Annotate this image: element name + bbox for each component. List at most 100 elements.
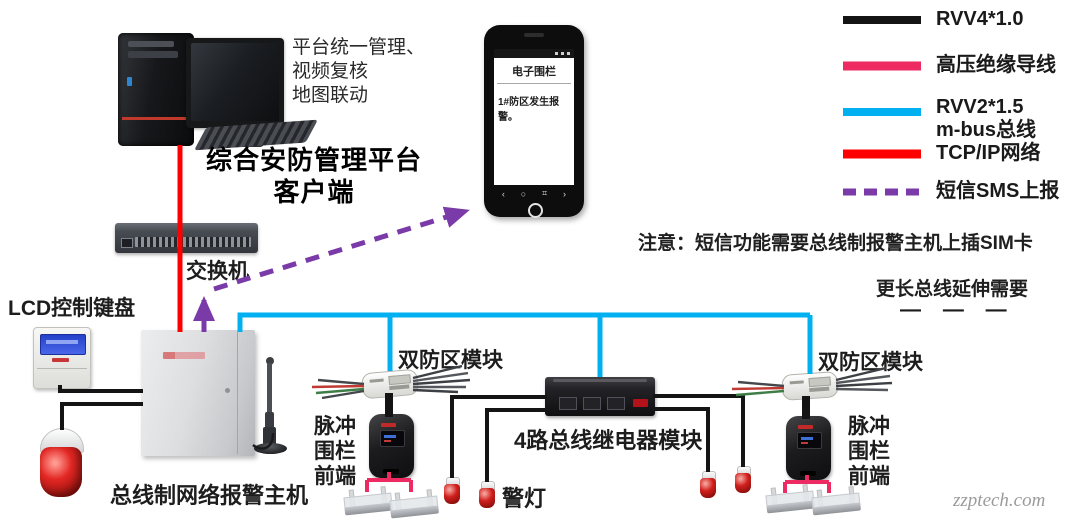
legend-label: TCP/IP网络 [936, 142, 1041, 164]
relay-top-edge [553, 379, 647, 382]
computer-monitor [186, 38, 284, 128]
dual-zone-right-label: 双防区模块 [818, 351, 923, 374]
legend-label: 短信SMS上报 [936, 180, 1060, 202]
hv-line-swatch [843, 61, 921, 71]
legend-item-tcpip: TCP/IP网络 [840, 142, 1040, 165]
tower-accent-stripe [122, 117, 186, 120]
alarm-light-label: 警灯 [502, 486, 547, 511]
keypad-flip-seam [37, 368, 87, 369]
controller-brand-mark [381, 423, 396, 427]
wire [412, 388, 459, 394]
lcd-text-line [46, 340, 78, 344]
alarm-light [699, 471, 717, 498]
cabinet-door-seam [237, 332, 238, 454]
feature-line-3: 地图联动 [292, 85, 369, 106]
bus-extension-note: 更长总线延伸需要 [876, 279, 1029, 300]
wire [412, 378, 471, 386]
switch-port-row [135, 237, 251, 247]
computer-tower [118, 33, 194, 146]
legend-label-line1: RVV2*1.5 [936, 96, 1024, 118]
module-print2 [389, 384, 410, 391]
light-dome [735, 473, 751, 493]
controller-display [380, 430, 405, 447]
pulse-fence-controller-right [786, 416, 831, 480]
alarm-host-label: 总线制网络报警主机 [110, 483, 309, 508]
feature-line-2: 视频复核 [292, 61, 369, 82]
dual-zone-module-left [360, 368, 420, 400]
watermark: zzptech.com [953, 490, 1046, 511]
alarm-light [443, 477, 461, 504]
forward-icon[interactable]: › [563, 188, 567, 199]
relay-brand-mark [633, 399, 648, 407]
relay-port-3 [607, 397, 625, 410]
strobe-siren [36, 428, 86, 497]
sms-alarm-message: 1#防区发生报警。 [498, 97, 560, 123]
monitor-screen [191, 43, 279, 121]
platform-title-line1: 综合安防管理平台 [205, 145, 422, 175]
pulse-fence-controller-left [369, 414, 414, 478]
keypad-brand-mark [52, 358, 69, 362]
alarm-light [478, 481, 496, 508]
tower-power-led [127, 77, 132, 86]
cabinet-brand-mark [163, 352, 205, 359]
wire-red [311, 384, 365, 389]
fence-section [765, 484, 816, 517]
wire [321, 389, 365, 400]
switch-uplink-port [121, 238, 133, 248]
sim-card-note: 注意：短信功能需要总线制报警主机上插SIM卡 [638, 233, 1033, 254]
fence-section [343, 486, 394, 519]
fence-section [811, 486, 862, 519]
home-icon[interactable]: ○ [520, 188, 527, 199]
sms-app-title: 电子围栏 [497, 58, 571, 84]
module-print [789, 380, 804, 385]
wire-green [735, 389, 785, 397]
mbus-line [237, 312, 813, 377]
lcd-control-keyboard [33, 327, 91, 389]
dual-zone-left-label: 双防区模块 [398, 349, 503, 372]
pulse-fence-right-label: 脉冲围栏前端 [848, 415, 890, 488]
dual-zone-module-right [781, 371, 839, 401]
controller-slot [800, 471, 816, 476]
display-line [801, 437, 813, 440]
phone-home-button[interactable] [528, 203, 543, 218]
tower-vent [128, 41, 174, 47]
recent-apps-icon[interactable]: ⌗ [542, 188, 548, 198]
siren-wire [60, 402, 143, 430]
back-icon[interactable]: ‹ [501, 188, 505, 199]
battery-icon [567, 52, 570, 55]
light-dome [444, 484, 460, 504]
wire [835, 381, 893, 388]
cabinet-keyhole [225, 388, 230, 393]
legend-item-sms: 短信SMS上报 [840, 180, 1059, 203]
wifi-icon [555, 52, 558, 55]
platform-title-line2: 客户端 [273, 177, 355, 207]
wire [412, 371, 469, 383]
legend-label-line2: m-bus总线 [936, 119, 1036, 141]
module-print2 [809, 386, 830, 393]
fence-section [389, 489, 440, 522]
tower-dvd-slot [128, 51, 178, 58]
relay-module-label: 4路总线继电器模块 [514, 428, 703, 453]
antenna-base [254, 443, 287, 454]
legend-item-hv: 高压绝缘导线 [840, 54, 1056, 77]
wire [737, 380, 785, 388]
legend-label: 高压绝缘导线 [936, 54, 1056, 76]
relay-port-1 [559, 397, 577, 410]
feature-line-1: 平台统一管理、 [292, 37, 426, 58]
controller-brand-mark [798, 425, 813, 429]
mobile-phone: 电子围栏 1#防区发生报警。 ‹ ○ ⌗ › [484, 25, 584, 218]
display-line [384, 435, 396, 438]
network-switch [115, 223, 258, 253]
phone-screen: 电子围栏 1#防区发生报警。 [494, 49, 574, 185]
siren-red-dome [40, 447, 82, 497]
wire-red [731, 386, 785, 391]
light-dome [700, 478, 716, 498]
platform-title: 综合安防管理平台 客户端 [188, 144, 440, 208]
phone-nav-bar: ‹ ○ ⌗ › [494, 187, 574, 200]
bus-relay-module [545, 377, 655, 416]
display-line2 [801, 442, 808, 444]
mbus-line-swatch [843, 108, 921, 116]
gsm-antenna [267, 363, 272, 427]
wire [317, 378, 365, 386]
